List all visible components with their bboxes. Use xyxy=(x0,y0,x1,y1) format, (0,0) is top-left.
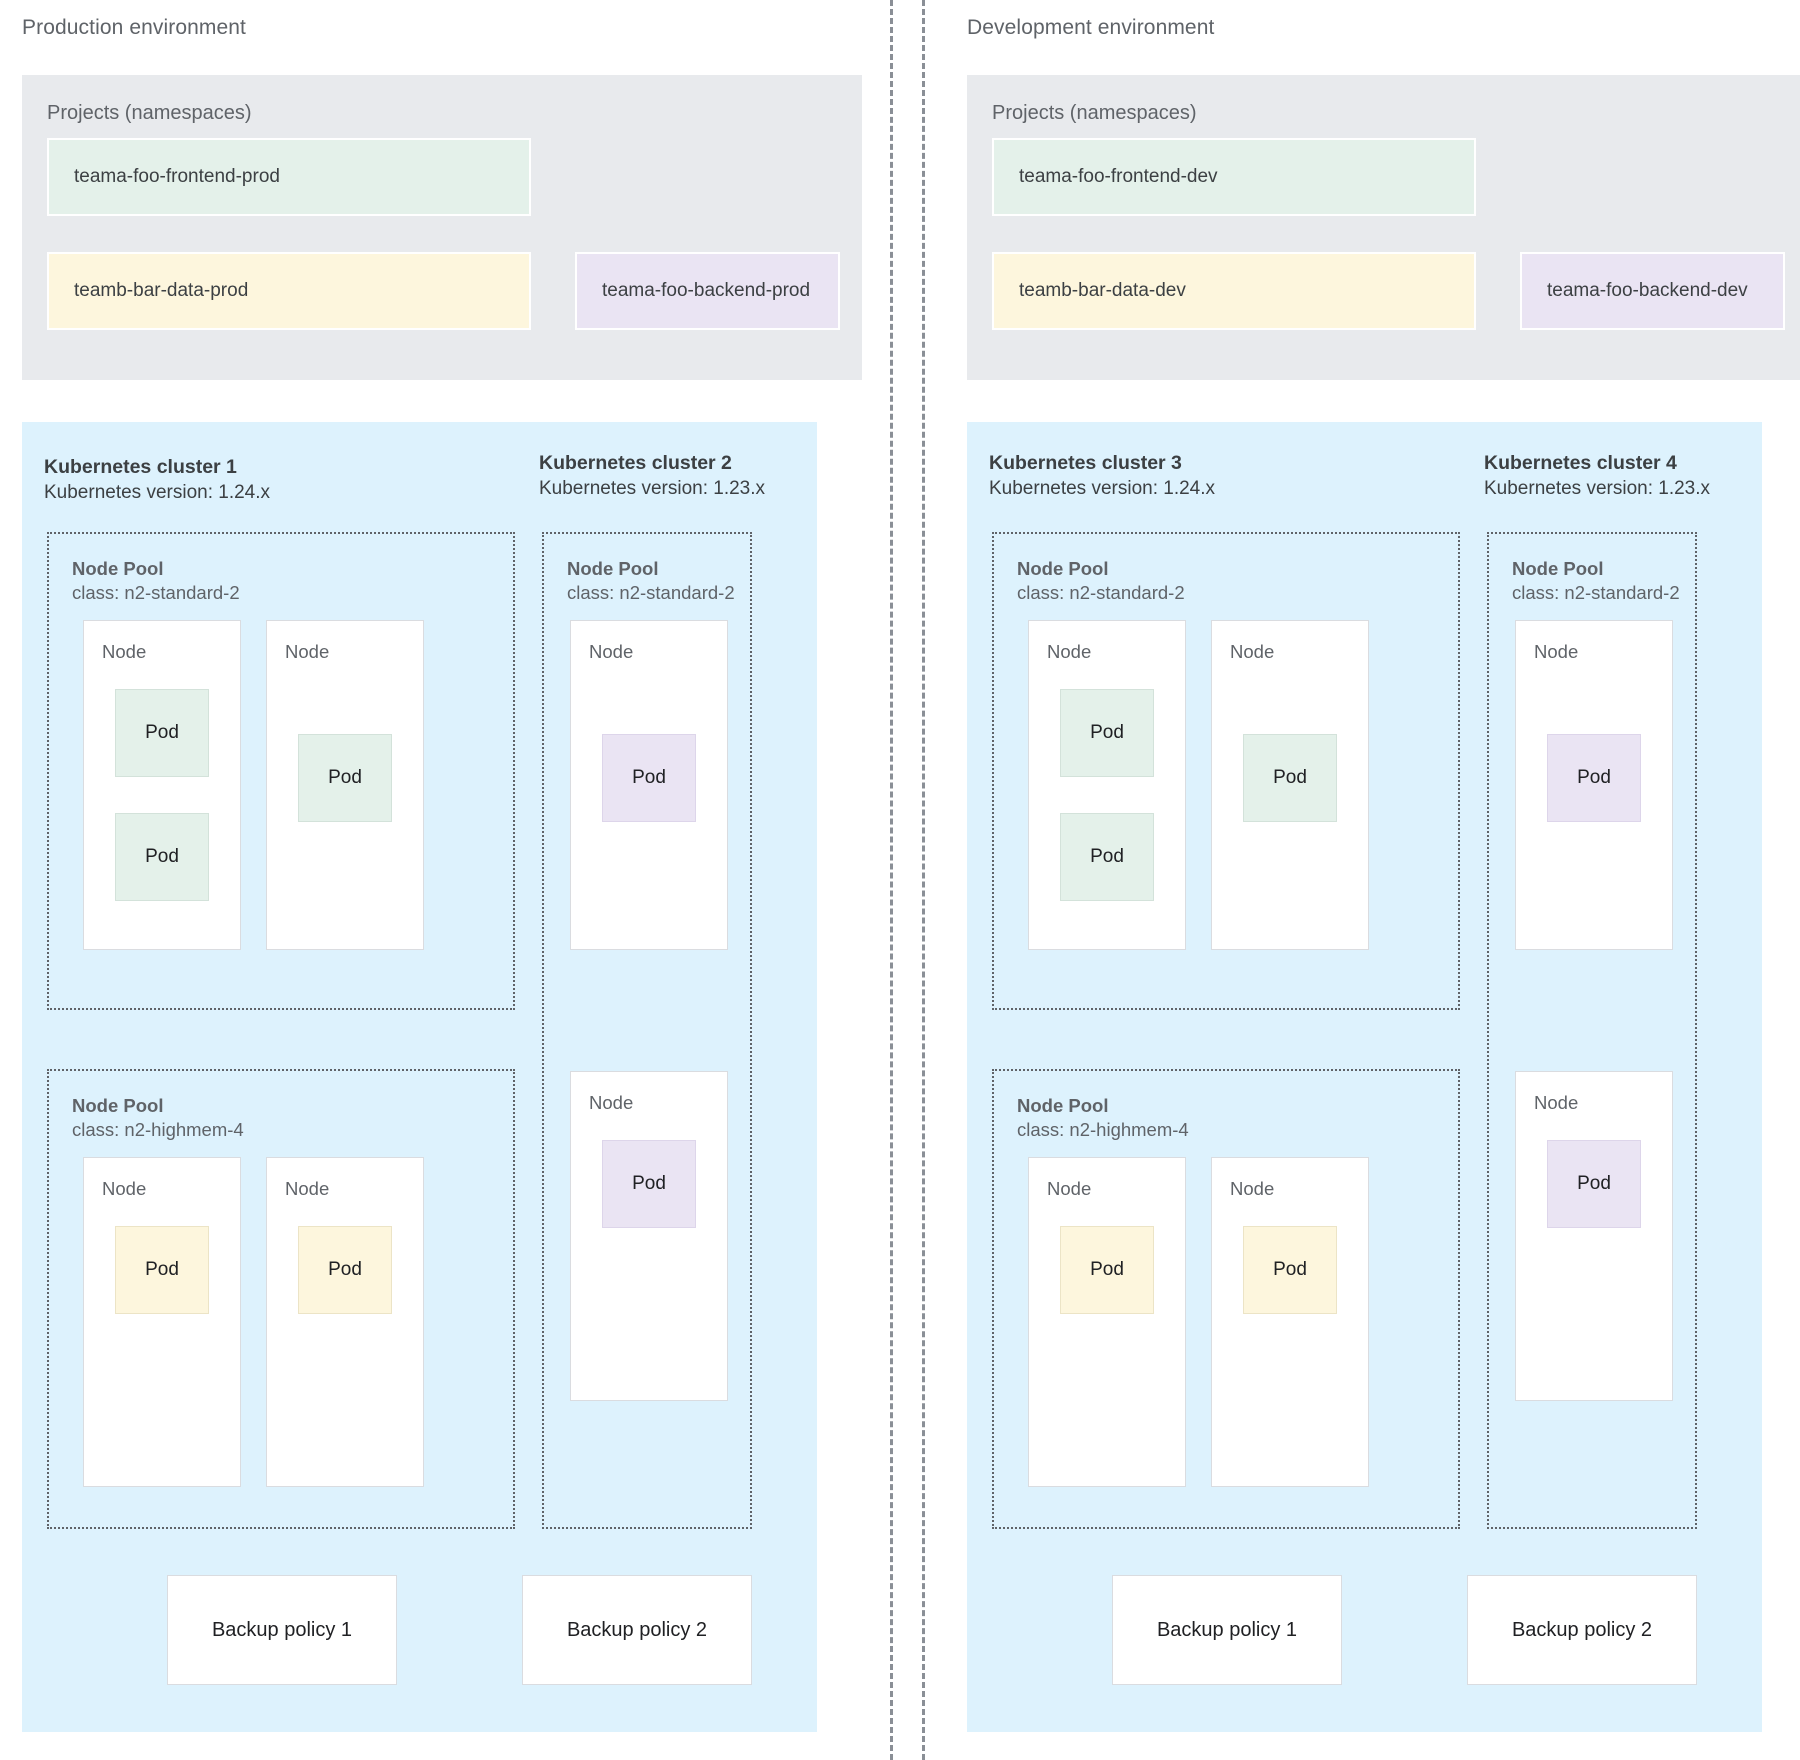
cluster-4-backup-policy[interactable]: Backup policy 2 xyxy=(1467,1575,1697,1685)
node[interactable]: Node Pod xyxy=(266,620,424,950)
pod[interactable]: Pod xyxy=(1547,734,1641,822)
node-label: Node xyxy=(1047,641,1092,662)
node-label: Node xyxy=(1230,641,1275,662)
kubernetes-cluster-3[interactable]: Kubernetes cluster 3 Kubernetes version:… xyxy=(967,422,1485,1732)
pod[interactable]: Pod xyxy=(1060,1226,1154,1314)
cluster-2-title: Kubernetes cluster 2 xyxy=(539,452,732,474)
namespace-box-frontend-prod[interactable]: teama-foo-frontend-prod xyxy=(47,138,531,216)
cluster-2-version: Kubernetes version: 1.23.x xyxy=(539,478,766,499)
node-label: Node xyxy=(589,641,634,662)
node-label: Node xyxy=(1047,1178,1092,1199)
node[interactable]: Node Pod xyxy=(1515,1071,1673,1401)
namespace-box-backend-prod[interactable]: teama-foo-backend-prod xyxy=(575,252,840,330)
node-label: Node xyxy=(589,1092,634,1113)
cluster-2-backup-policy[interactable]: Backup policy 2 xyxy=(522,1575,752,1685)
node-label: Node xyxy=(1534,1092,1579,1113)
cluster-4-version: Kubernetes version: 1.23.x xyxy=(1484,478,1711,499)
cluster-3-title: Kubernetes cluster 3 xyxy=(989,452,1182,474)
node-pool-class: class: n2-standard-2 xyxy=(1512,582,1680,603)
cluster-4-title: Kubernetes cluster 4 xyxy=(1484,452,1677,474)
cluster-1-title: Kubernetes cluster 1 xyxy=(44,456,237,478)
kubernetes-cluster-4[interactable]: Kubernetes cluster 4 Kubernetes version:… xyxy=(1462,422,1762,1732)
node-pool-title: Node Pool xyxy=(567,558,659,579)
pod[interactable]: Pod xyxy=(298,734,392,822)
node[interactable]: Node Pod xyxy=(1211,1157,1369,1487)
node-pool-title: Node Pool xyxy=(72,558,164,579)
cluster-1-backup-policy[interactable]: Backup policy 1 xyxy=(167,1575,397,1685)
node[interactable]: Node Pod Pod xyxy=(83,620,241,950)
pod[interactable]: Pod xyxy=(602,1140,696,1228)
node-pool-title: Node Pool xyxy=(1017,558,1109,579)
cluster-3-node-pool-1[interactable]: Node Pool class: n2-standard-2 Node Pod … xyxy=(992,532,1460,1010)
pod[interactable]: Pod xyxy=(1243,1226,1337,1314)
development-environment-title: Development environment xyxy=(967,16,1215,39)
pod[interactable]: Pod xyxy=(1243,734,1337,822)
node[interactable]: Node Pod Pod xyxy=(1028,620,1186,950)
pod[interactable]: Pod xyxy=(115,813,209,901)
pod[interactable]: Pod xyxy=(1547,1140,1641,1228)
kubernetes-cluster-2[interactable]: Kubernetes cluster 2 Kubernetes version:… xyxy=(517,422,817,1732)
node-pool-title: Node Pool xyxy=(1017,1095,1109,1116)
production-environment-title: Production environment xyxy=(22,16,246,39)
cluster-1-node-pool-2[interactable]: Node Pool class: n2-highmem-4 Node Pod N… xyxy=(47,1069,515,1529)
pod[interactable]: Pod xyxy=(115,689,209,777)
namespace-box-data-prod[interactable]: teamb-bar-data-prod xyxy=(47,252,531,330)
namespace-box-frontend-dev[interactable]: teama-foo-frontend-dev xyxy=(992,138,1476,216)
cluster-3-node-pool-2[interactable]: Node Pool class: n2-highmem-4 Node Pod N… xyxy=(992,1069,1460,1529)
pod[interactable]: Pod xyxy=(602,734,696,822)
production-projects-panel: Projects (namespaces) teama-foo-frontend… xyxy=(22,75,862,380)
node-pool-class: class: n2-highmem-4 xyxy=(72,1119,244,1140)
node-pool-title: Node Pool xyxy=(1512,558,1604,579)
cluster-3-version: Kubernetes version: 1.24.x xyxy=(989,478,1216,499)
node-pool-class: class: n2-standard-2 xyxy=(72,582,240,603)
node-label: Node xyxy=(1230,1178,1275,1199)
pod[interactable]: Pod xyxy=(298,1226,392,1314)
environment-divider-line-1 xyxy=(890,0,893,1760)
node[interactable]: Node Pod xyxy=(1211,620,1369,950)
node[interactable]: Node Pod xyxy=(570,620,728,950)
cluster-1-version: Kubernetes version: 1.24.x xyxy=(44,482,271,503)
pod[interactable]: Pod xyxy=(115,1226,209,1314)
node-label: Node xyxy=(102,1178,147,1199)
production-projects-title: Projects (namespaces) xyxy=(47,102,252,124)
node-label: Node xyxy=(285,641,330,662)
development-environment-column: Development environment Projects (namesp… xyxy=(945,0,1800,1760)
development-projects-title: Projects (namespaces) xyxy=(992,102,1197,124)
pod[interactable]: Pod xyxy=(1060,813,1154,901)
namespace-box-backend-dev[interactable]: teama-foo-backend-dev xyxy=(1520,252,1785,330)
node-pool-class: class: n2-standard-2 xyxy=(567,582,735,603)
pod[interactable]: Pod xyxy=(1060,689,1154,777)
environment-divider-line-2 xyxy=(922,0,925,1760)
node-pool-title: Node Pool xyxy=(72,1095,164,1116)
cluster-2-node-pool-1[interactable]: Node Pool class: n2-standard-2 Node Pod … xyxy=(542,532,752,1529)
cluster-1-node-pool-1[interactable]: Node Pool class: n2-standard-2 Node Pod … xyxy=(47,532,515,1010)
cluster-4-node-pool-1[interactable]: Node Pool class: n2-standard-2 Node Pod … xyxy=(1487,532,1697,1529)
node-pool-class: class: n2-standard-2 xyxy=(1017,582,1185,603)
node-pool-class: class: n2-highmem-4 xyxy=(1017,1119,1189,1140)
cluster-3-backup-policy[interactable]: Backup policy 1 xyxy=(1112,1575,1342,1685)
node[interactable]: Node Pod xyxy=(1515,620,1673,950)
namespace-box-data-dev[interactable]: teamb-bar-data-dev xyxy=(992,252,1476,330)
production-environment-column: Production environment Projects (namespa… xyxy=(0,0,870,1760)
node-label: Node xyxy=(285,1178,330,1199)
node[interactable]: Node Pod xyxy=(570,1071,728,1401)
node[interactable]: Node Pod xyxy=(83,1157,241,1487)
development-projects-panel: Projects (namespaces) teama-foo-frontend… xyxy=(967,75,1800,380)
node[interactable]: Node Pod xyxy=(1028,1157,1186,1487)
node[interactable]: Node Pod xyxy=(266,1157,424,1487)
kubernetes-cluster-1[interactable]: Kubernetes cluster 1 Kubernetes version:… xyxy=(22,422,540,1732)
node-label: Node xyxy=(1534,641,1579,662)
node-label: Node xyxy=(102,641,147,662)
